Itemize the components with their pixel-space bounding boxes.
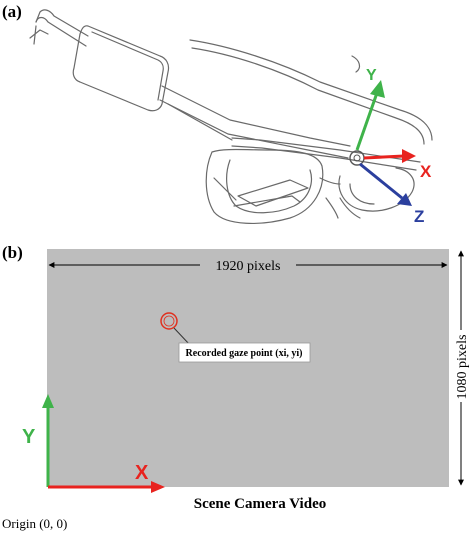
- axis-letter-z: Z: [414, 207, 424, 226]
- z-axis-arrowhead: [397, 193, 412, 206]
- scene-camera-lens-inner: [353, 154, 361, 162]
- gaze-point-inner: [163, 315, 175, 327]
- video-frame: [47, 249, 449, 487]
- y-axis-arrowhead-2d: [42, 394, 54, 408]
- origin-label: Origin (0, 0): [2, 516, 67, 531]
- scene-camera-frame-diagram: 1920 pixels 1080 pixels Recorded gaze po…: [2, 249, 470, 531]
- glasses-outline: [29, 9, 433, 224]
- panel-a-label: (a): [2, 2, 22, 21]
- gaze-label: Recorded gaze point (xi, yi): [186, 348, 303, 359]
- x-axis-letter-2d: X: [135, 462, 149, 484]
- x-axis-arrowhead-2d: [151, 481, 165, 493]
- axis-letter-y: Y: [366, 67, 377, 84]
- width-label: 1920 pixels: [216, 259, 281, 274]
- y-axis-letter-2d: Y: [22, 426, 36, 448]
- z-axis-arrow: [359, 162, 403, 200]
- y-axis-arrow: [355, 89, 380, 151]
- panel-b-label: (b): [2, 243, 23, 262]
- eye-tracker-glasses-drawing: Y X Z: [29, 9, 433, 226]
- gaze-leader-line: [173, 327, 191, 346]
- gaze-point-circle: [160, 312, 178, 330]
- gaze-label-box: [178, 342, 311, 363]
- axis-letter-x: X: [420, 162, 432, 181]
- y-axis-arrowhead: [370, 80, 385, 98]
- height-label: 1080 pixels: [455, 335, 470, 400]
- x-axis-arrow: [363, 154, 405, 160]
- x-axis-arrowhead: [402, 149, 416, 163]
- frame-caption: Scene Camera Video: [194, 496, 326, 512]
